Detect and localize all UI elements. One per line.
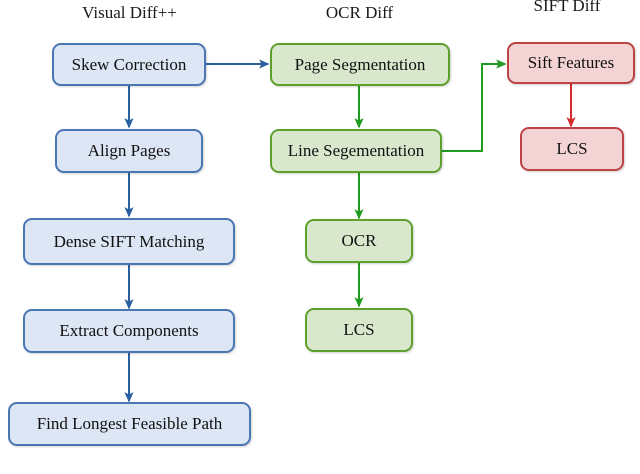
node-find-longest-feasible-path[interactable]: Find Longest Feasible Path (8, 402, 251, 446)
node-extract-components[interactable]: Extract Components (23, 309, 235, 353)
node-ocr[interactable]: OCR (305, 219, 413, 263)
node-sift-features[interactable]: Sift Features (507, 42, 635, 84)
node-ocr-lcs[interactable]: LCS (305, 308, 413, 352)
node-line-segementation[interactable]: Line Segementation (270, 129, 442, 173)
node-sift-lcs[interactable]: LCS (520, 127, 624, 171)
node-dense-sift-matching[interactable]: Dense SIFT Matching (23, 218, 235, 265)
column-title-sift-diff: SIFT Diff (533, 0, 601, 15)
column-title-visual-diff: Visual Diff++ (82, 3, 177, 22)
edge-line-to-sift-features (441, 59, 507, 152)
node-skew-correction[interactable]: Skew Correction (52, 43, 206, 86)
node-align-pages[interactable]: Align Pages (55, 129, 203, 173)
column-title-ocr-diff: OCR Diff (325, 3, 394, 22)
node-page-segmentation[interactable]: Page Segmentation (270, 43, 450, 86)
